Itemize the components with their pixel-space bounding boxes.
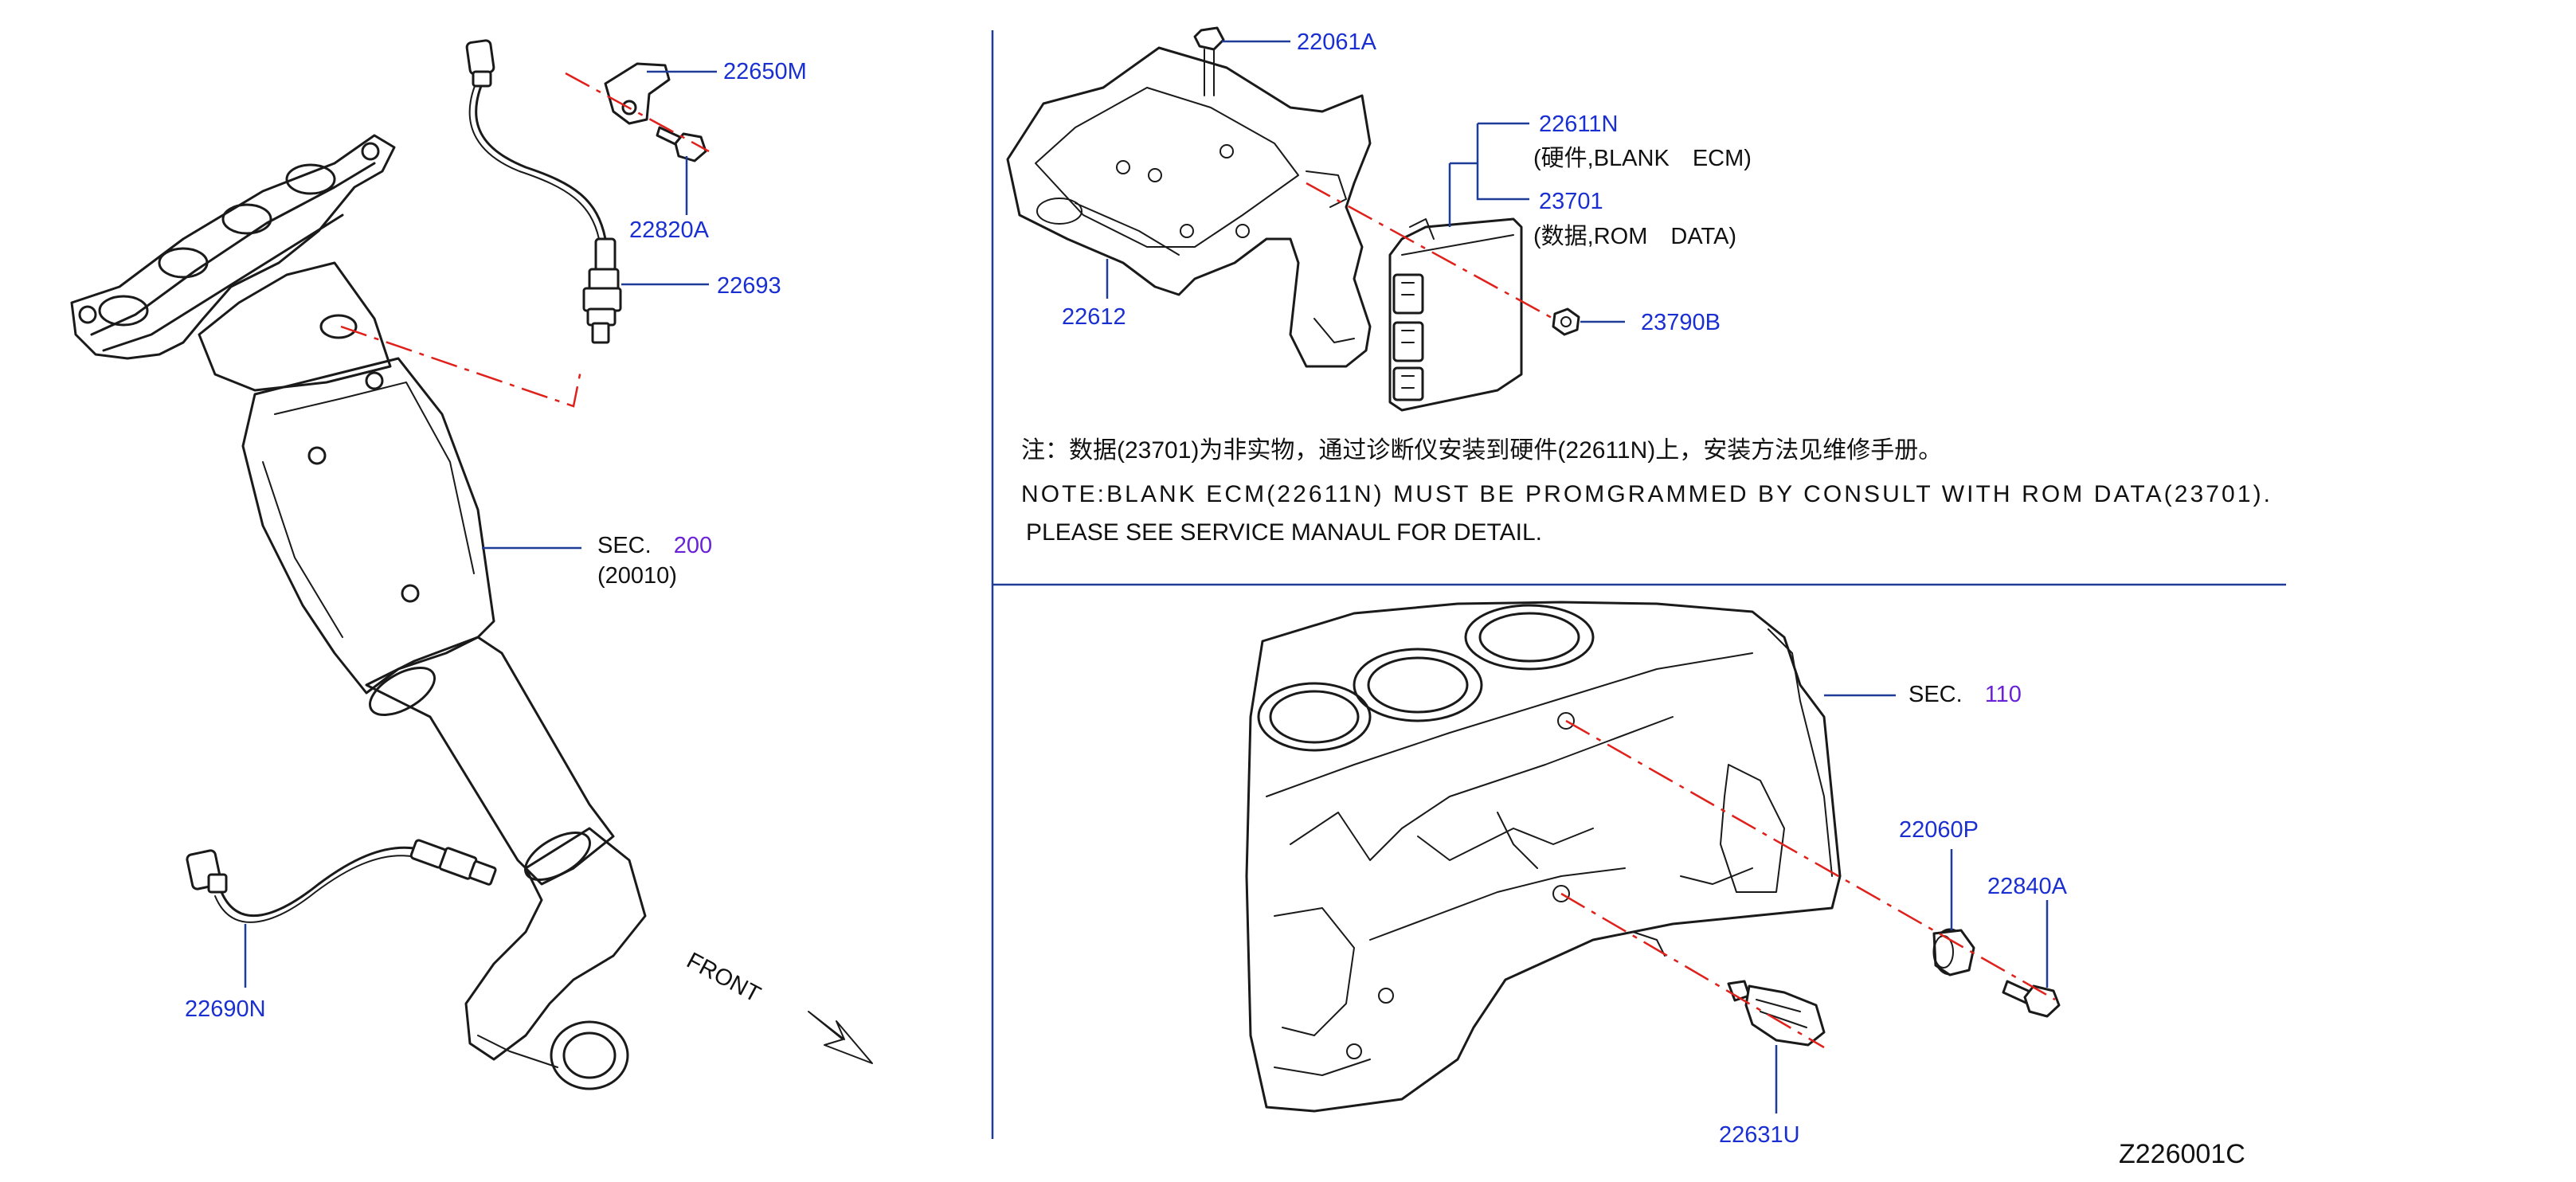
centerline-sensor xyxy=(340,325,583,408)
centerline-knock-sensor xyxy=(1565,719,2056,1001)
knock-sensor xyxy=(1932,928,1975,977)
label-22631U: 22631U xyxy=(1719,1122,1800,1148)
label-22611N-desc: (硬件,BLANK ECM) xyxy=(1533,145,1752,171)
drawing-code: Z226001C xyxy=(2119,1139,2245,1169)
front-arrow: FRONT xyxy=(683,948,873,1064)
ecm-bracket-bolt xyxy=(1193,26,1225,96)
label-sec200-sub: (20010) xyxy=(597,563,677,589)
leader-22611N-group xyxy=(1448,122,1529,227)
label-22611N: 22611N xyxy=(1539,112,1618,137)
label-23701: 23701 xyxy=(1539,189,1603,214)
ecm-bracket xyxy=(1006,46,1372,368)
ecm-unit xyxy=(1388,217,1523,412)
label-22690N: 22690N xyxy=(185,996,266,1022)
catalytic-converter xyxy=(241,357,647,1090)
label-22612: 22612 xyxy=(1062,304,1126,330)
exhaust-manifold xyxy=(70,134,396,392)
air-fuel-sensor-upstream xyxy=(465,39,622,344)
label-sec200: SEC. 200 xyxy=(597,533,712,558)
note-english-line1: NOTE:BLANK ECM(22611N) MUST BE PROMGRAMM… xyxy=(1021,481,2270,507)
front-label: FRONT xyxy=(683,948,765,1008)
note-chinese: 注：数据(23701)为非实物，通过诊断仪安装到硬件(22611N)上，安装方法… xyxy=(1021,437,1942,464)
ecm-nut xyxy=(1552,307,1580,336)
sec200-number: 200 xyxy=(674,533,712,558)
label-23790B: 23790B xyxy=(1641,310,1721,335)
centerline-coolant-sensor xyxy=(1560,892,1825,1049)
sensor-bracket xyxy=(604,62,671,125)
sec110-prefix: SEC. xyxy=(1909,682,1963,707)
cylinder-block xyxy=(1245,601,1842,1113)
label-22061A: 22061A xyxy=(1297,29,1377,55)
knock-sensor-bolt xyxy=(2002,980,2061,1018)
sec110-number: 110 xyxy=(1985,682,2022,707)
note-english-line2: PLEASE SEE SERVICE MANAUL FOR DETAIL. xyxy=(1026,519,1542,546)
label-22060P: 22060P xyxy=(1899,817,1979,843)
sec200-prefix: SEC. xyxy=(597,533,652,558)
bracket-bolt xyxy=(656,126,707,162)
label-22693: 22693 xyxy=(717,273,781,299)
engine-coolant-temperature-sensor xyxy=(1727,980,1826,1047)
label-sec110: SEC. 110 xyxy=(1909,682,2022,707)
label-23701-desc: (数据,ROM DATA) xyxy=(1533,223,1736,249)
heated-oxygen-sensor-downstream xyxy=(186,839,497,923)
label-22650M: 22650M xyxy=(723,59,807,84)
label-22840A: 22840A xyxy=(1987,874,2068,899)
label-22820A: 22820A xyxy=(629,217,710,243)
